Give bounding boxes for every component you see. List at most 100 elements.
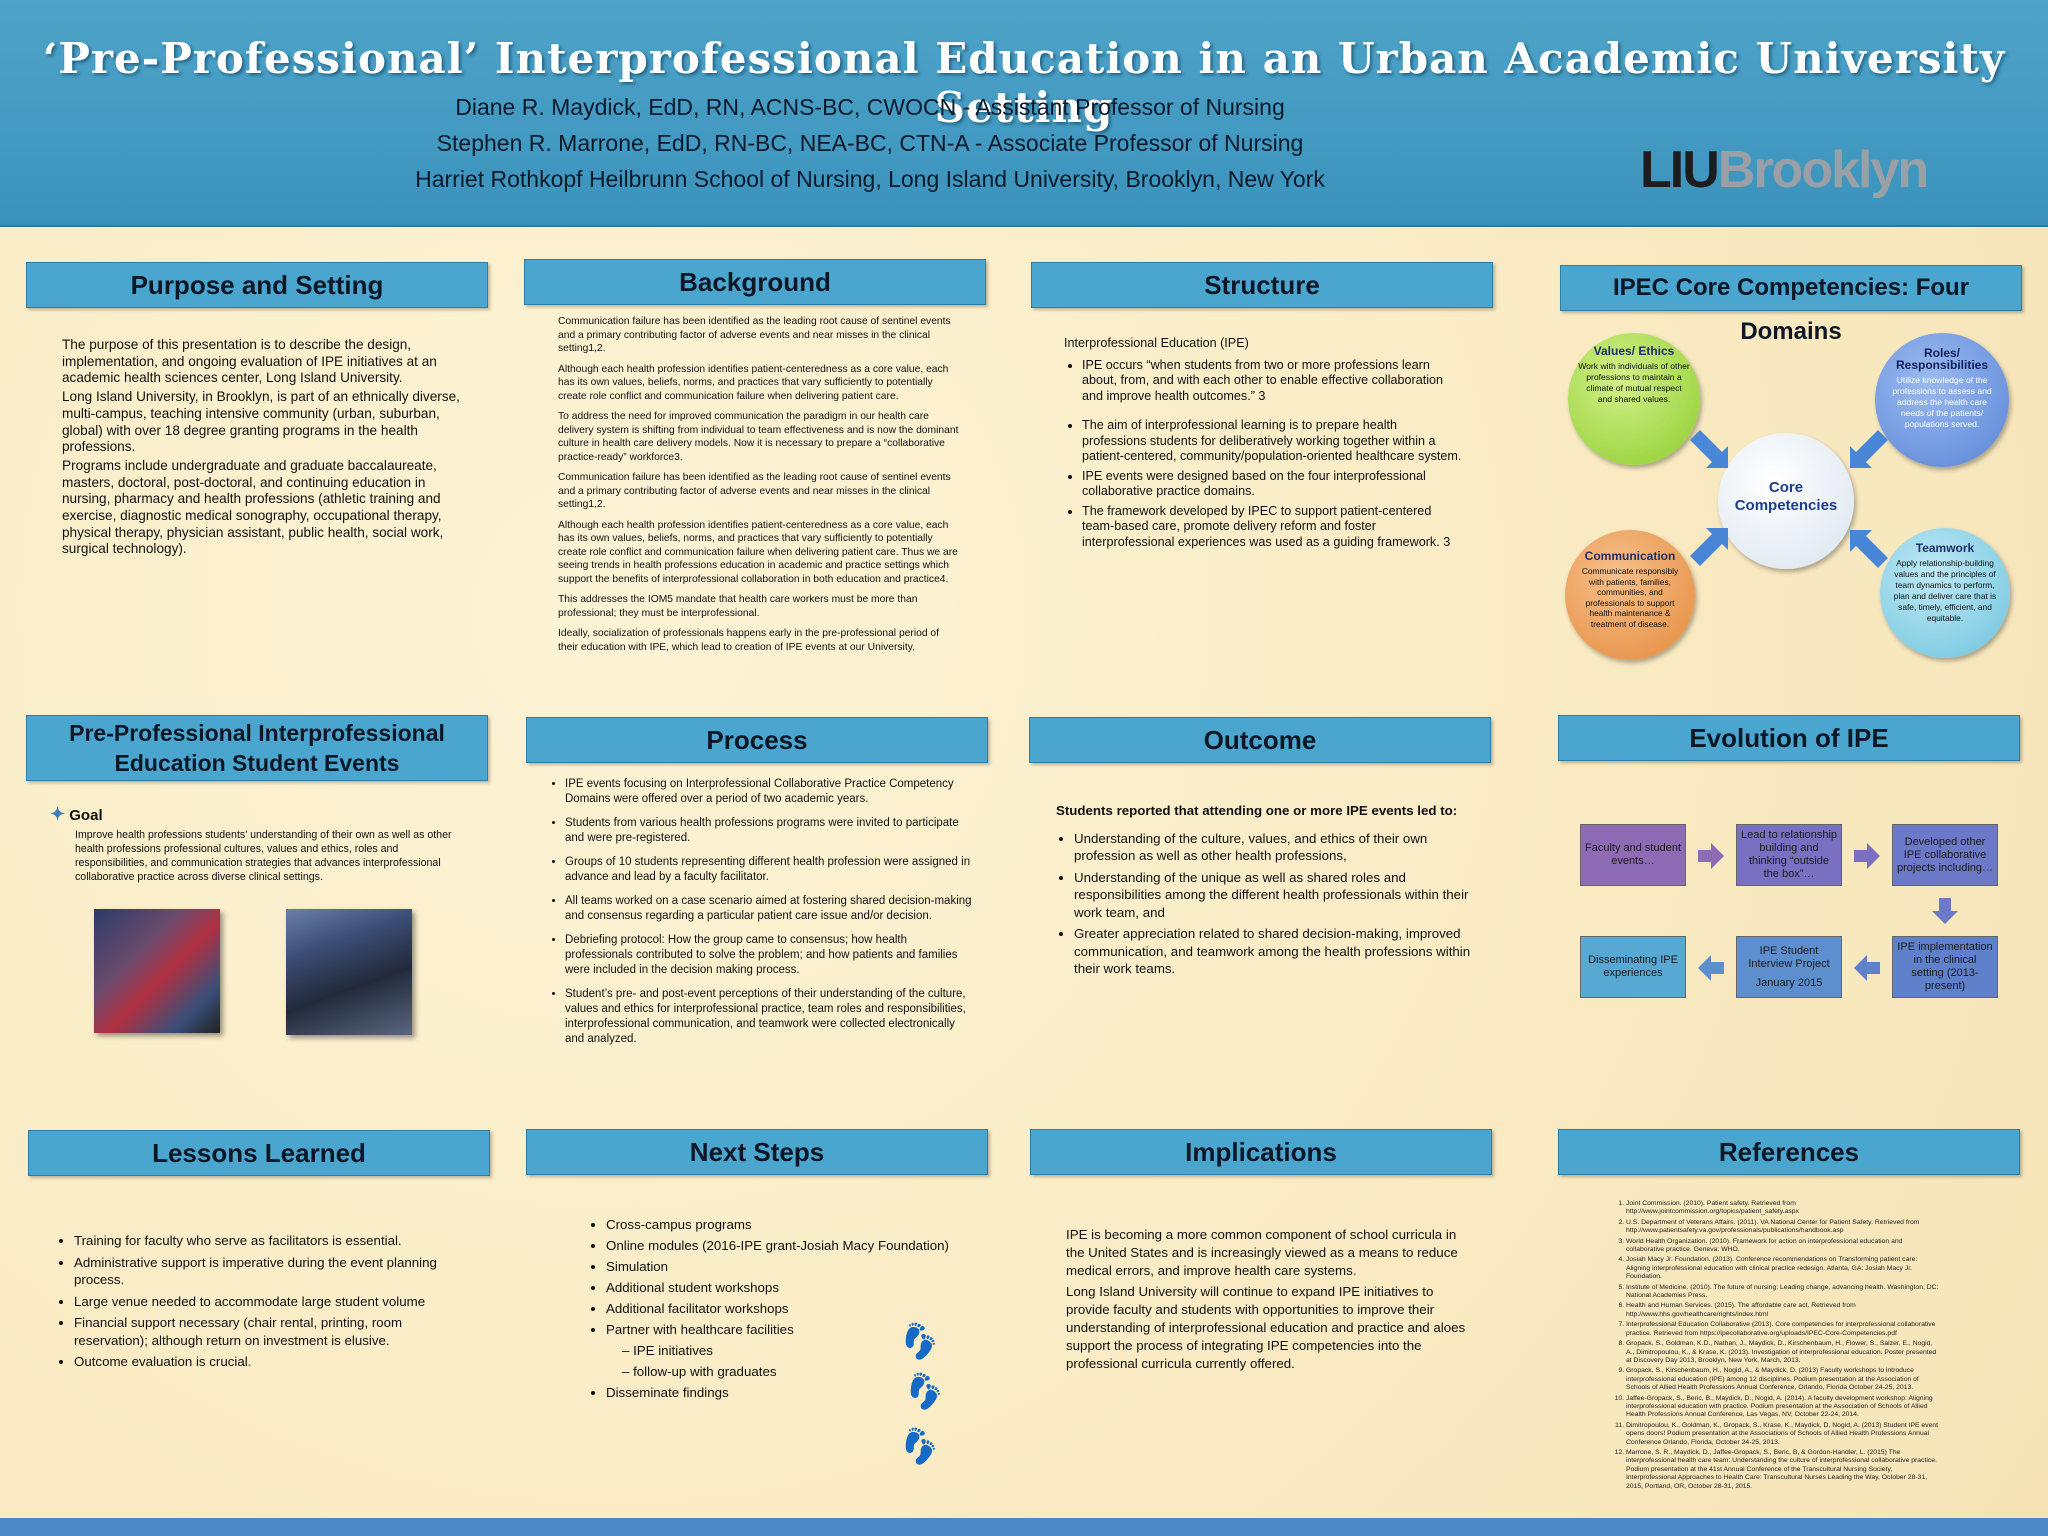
reference-item: Dimitropoulou, K., Goldman, K., Gropack,…: [1626, 1422, 1940, 1447]
flow-box: IPE Student Interview Project January 20…: [1736, 936, 1842, 998]
poster-title: ‘Pre-Professional’ Interprofessional Edu…: [42, 34, 2006, 132]
structure-intro: Interprofessional Education (IPE): [1064, 336, 1249, 350]
event-photo-1: [94, 909, 220, 1033]
purpose-paragraph: Programs include undergraduate and gradu…: [62, 457, 444, 557]
outcome-text: Students reported that attending one or …: [1056, 802, 1476, 982]
next-bullet: Disseminate findings: [606, 1384, 988, 1401]
arrow-icon: [1690, 528, 1728, 566]
structure-bullet: IPE events were designed based on the fo…: [1082, 469, 1464, 500]
reference-item: Interprofessional Education Collaborativ…: [1626, 1321, 1940, 1338]
structure-heading: Structure: [1031, 262, 1493, 308]
flow-box: IPE implementation in the clinical setti…: [1892, 936, 1998, 998]
next-bullet: Partner with healthcare facilities IPE i…: [606, 1321, 988, 1380]
purpose-paragraph: Long Island University, in Brooklyn, is …: [62, 389, 460, 455]
background-paragraph: Although each health profession identifi…: [558, 363, 949, 402]
author-1: Diane R. Maydick, EdD, RN, ACNS-BC, CWOC…: [455, 94, 1285, 120]
footprint-icon: 👣: [894, 1424, 943, 1471]
background-paragraph: Communication failure has been identifie…: [558, 316, 951, 354]
background-paragraph: Ideally, socialization of professionals …: [558, 628, 940, 653]
lesson-bullet: Administrative support is imperative dur…: [74, 1254, 476, 1289]
reference-item: Gropack, S., Goldman, K.D., Nathan, J., …: [1626, 1340, 1940, 1365]
lessons-heading: Lessons Learned: [28, 1130, 490, 1176]
structure-text: Interprofessional Education (IPE) IPE oc…: [1064, 336, 1464, 554]
next-bullet: Online modules (2016-IPE grant-Josiah Ma…: [606, 1237, 988, 1254]
teamwork-circle: Teamwork Apply relationship-building val…: [1880, 528, 2010, 658]
lesson-bullet: Large venue needed to accommodate large …: [74, 1293, 476, 1311]
background-heading: Background: [524, 259, 986, 305]
outcome-bullet: Greater appreciation related to shared d…: [1074, 925, 1476, 978]
reference-item: Health and Human Services. (2015). The a…: [1626, 1302, 1940, 1319]
flow-box: Disseminating IPE experiences: [1580, 936, 1686, 998]
next-steps-list: Cross-campus programs Online modules (20…: [588, 1216, 988, 1405]
communication-circle: Communication Communicate responsibly wi…: [1565, 530, 1695, 660]
next-bullet: Cross-campus programs: [606, 1216, 988, 1233]
process-list: IPE events focusing on Interprofessional…: [547, 777, 977, 1056]
process-bullet: Students from various health professions…: [565, 816, 977, 846]
event-photo-2: [286, 909, 412, 1035]
reference-item: Joint Commission. (2010). Patient safety…: [1626, 1200, 1940, 1217]
structure-bullet: IPE occurs “when students from two or mo…: [1082, 358, 1464, 405]
reference-item: World Health Organization. (2010). Frame…: [1626, 1238, 1940, 1255]
background-text: Communication failure has been identifie…: [558, 315, 960, 661]
reference-item: U.S. Department of Veterans Affairs. (20…: [1626, 1219, 1940, 1236]
purpose-paragraph: The purpose of this presentation is to d…: [62, 337, 437, 386]
arrow-left-icon: [1698, 955, 1724, 981]
process-bullet: Groups of 10 students representing diffe…: [565, 855, 977, 885]
implications-paragraph: Long Island University will continue to …: [1066, 1284, 1466, 1371]
outcome-heading: Outcome: [1029, 717, 1491, 763]
sparkle-icon: ✦: [50, 804, 66, 824]
footer-bar: [0, 1518, 2048, 1536]
flow-box: Faculty and student events…: [1580, 824, 1686, 886]
process-heading: Process: [526, 717, 988, 763]
implications-text: IPE is becoming a more common component …: [1066, 1226, 1476, 1375]
purpose-heading: Purpose and Setting: [26, 262, 488, 308]
reference-item: Jaffee-Gropack, S., Beric, B., Maydick, …: [1626, 1395, 1940, 1420]
values-ethics-circle: Values/ Ethics Work with individuals of …: [1568, 333, 1700, 465]
goal-text: Improve health professions students’ und…: [75, 829, 452, 883]
reference-item: Institute of Medicine. (2010). The futur…: [1626, 1284, 1940, 1301]
evolution-heading: Evolution of IPE: [1558, 715, 2020, 761]
process-bullet: Debriefing protocol: How the group came …: [565, 933, 977, 978]
arrow-left-icon: [1854, 955, 1880, 981]
references-heading: References: [1558, 1129, 2020, 1175]
outcome-bullet: Understanding of the culture, values, an…: [1074, 830, 1476, 865]
next-sub-bullet: IPE initiatives: [622, 1342, 988, 1359]
flow-box: Lead to relationship building and thinki…: [1736, 824, 1842, 886]
arrow-down-icon: [1932, 898, 1958, 924]
process-bullet: IPE events focusing on Interprofessional…: [565, 777, 977, 807]
next-bullet: Additional student workshops: [606, 1279, 988, 1296]
lesson-bullet: Training for faculty who serve as facili…: [74, 1232, 476, 1250]
next-sub-bullet: follow-up with graduates: [622, 1363, 988, 1380]
outcome-lead: Students reported that attending one or …: [1056, 803, 1458, 818]
structure-bullet: The framework developed by IPEC to suppo…: [1082, 504, 1464, 551]
implications-paragraph: IPE is becoming a more common component …: [1066, 1227, 1458, 1278]
goal-label: ✦ Goal: [50, 804, 103, 824]
implications-heading: Implications: [1030, 1129, 1492, 1175]
process-bullet: Student’s pre- and post-event perception…: [565, 987, 977, 1047]
background-paragraph: This addresses the IOM5 mandate that hea…: [558, 594, 918, 619]
next-bullet: Simulation: [606, 1258, 988, 1275]
flow-box: Developed other IPE collaborative projec…: [1892, 824, 1998, 886]
purpose-text: The purpose of this presentation is to d…: [62, 337, 464, 560]
arrow-icon: [1850, 530, 1888, 568]
liu-brooklyn-logo: LIUBrooklyn: [1640, 141, 1929, 199]
roles-responsibilities-circle: Roles/ Responsibilities Utilize knowledg…: [1875, 333, 2009, 467]
structure-bullet: The aim of interprofessional learning is…: [1082, 418, 1464, 465]
ipec-heading: IPEC Core Competencies: Four Domains: [1560, 265, 2022, 345]
arrow-icon: [1690, 430, 1728, 468]
background-paragraph: Communication failure has been identifie…: [558, 472, 951, 510]
arrow-right-icon: [1698, 843, 1724, 869]
next-steps-heading: Next Steps: [526, 1129, 988, 1175]
author-2: Stephen R. Marrone, EdD, RN-BC, NEA-BC, …: [436, 130, 1304, 156]
arrow-icon: [1850, 430, 1888, 468]
events-heading: Pre-Professional Interprofessional Educa…: [26, 715, 488, 781]
reference-item: Gropack, S., Kirschenbaum, H., Nogid, A.…: [1626, 1367, 1940, 1392]
references-list: Joint Commission. (2010). Patient safety…: [1600, 1200, 1940, 1493]
affiliation: Harriet Rothkopf Heilbrunn School of Nur…: [415, 166, 1325, 192]
process-bullet: All teams worked on a case scenario aime…: [565, 894, 977, 924]
poster-header: ‘Pre-Professional’ Interprofessional Edu…: [0, 0, 2048, 227]
reference-item: Marrone, S. R., Maydick, D., Jaffee-Grop…: [1626, 1449, 1940, 1491]
reference-item: Josiah Macy Jr. Foundation. (2013). Conf…: [1626, 1256, 1940, 1281]
core-competencies-circle: Core Competencies: [1718, 433, 1854, 569]
events-goal: ✦ Goal Improve health professions studen…: [50, 804, 465, 884]
